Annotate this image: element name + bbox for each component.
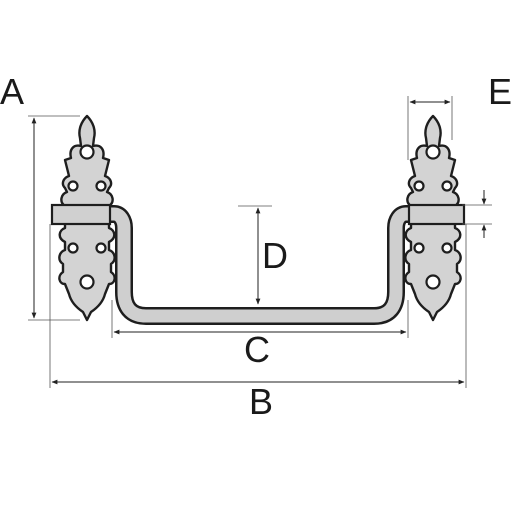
- label-d: D: [262, 235, 288, 276]
- label-a: A: [0, 71, 24, 112]
- label-b: B: [249, 381, 273, 422]
- dimension-c: [111, 300, 409, 338]
- right-collar: [407, 203, 466, 226]
- label-c: C: [244, 329, 270, 370]
- dimension-e: [407, 96, 492, 238]
- dimension-d: [238, 205, 272, 305]
- dimension-b: [49, 224, 467, 388]
- handle-bar: [95, 205, 423, 325]
- label-e: E: [488, 71, 512, 112]
- dimension-a: [28, 115, 80, 321]
- left-collar: [50, 203, 112, 226]
